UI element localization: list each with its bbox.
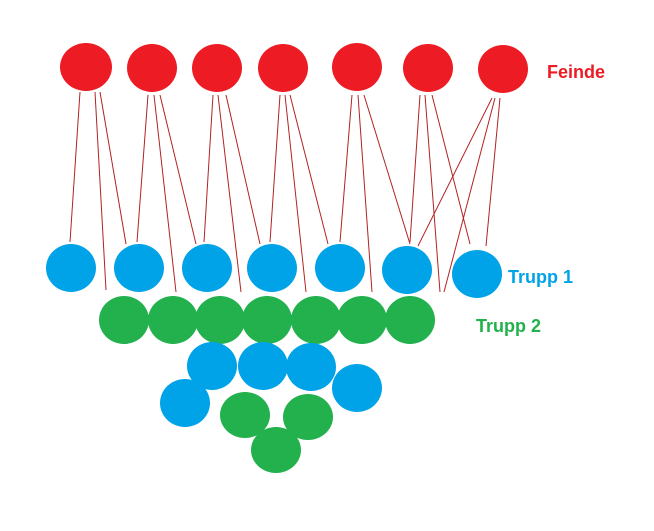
squad1-circle	[315, 244, 365, 292]
squad1-circle	[382, 246, 432, 294]
squad1-circle	[114, 244, 164, 292]
squad2-circle	[337, 296, 387, 344]
engagement-line	[99, 91, 127, 245]
engagement-line	[217, 94, 242, 293]
engagement-line	[94, 91, 107, 291]
enemy-circle	[127, 44, 177, 92]
engagement-line	[69, 91, 81, 243]
engagement-line	[409, 94, 421, 243]
squad1-label: Trupp 1	[508, 267, 573, 287]
squad2-circle	[220, 392, 270, 438]
squad1-circle	[182, 244, 232, 292]
engagement-line	[153, 94, 177, 293]
engagement-line	[269, 94, 281, 243]
engagement-line	[424, 94, 441, 293]
enemy-row	[60, 43, 528, 93]
squad2-circle	[291, 296, 341, 344]
squad2-circle	[242, 296, 292, 344]
enemies-label: Feinde	[547, 62, 605, 82]
squad2-group	[99, 296, 435, 473]
squad1-circle	[452, 250, 502, 298]
squad1-circle	[286, 343, 336, 391]
engagement-line	[225, 94, 261, 245]
squad1-circle	[46, 244, 96, 292]
squad1-circle	[187, 342, 237, 390]
enemy-circle	[192, 44, 242, 92]
squad2-circle	[148, 296, 198, 344]
squad2-circle	[195, 296, 245, 344]
engagement-line	[289, 94, 329, 245]
enemy-circle	[60, 43, 112, 91]
engagement-line	[136, 94, 149, 243]
squad1-circle	[332, 364, 382, 412]
enemy-circle	[258, 44, 308, 92]
engagement-line	[339, 94, 353, 243]
engagement-line	[284, 94, 307, 293]
squad1-circle	[247, 244, 297, 292]
squad1-circle	[238, 342, 288, 390]
enemy-circle	[332, 43, 382, 91]
squad2-circle	[283, 394, 333, 440]
squad1-group	[46, 244, 502, 427]
squad2-label: Trupp 2	[476, 316, 541, 336]
enemy-circle	[478, 45, 528, 93]
engagement-line	[485, 97, 501, 247]
squad2-circle	[385, 296, 435, 344]
enemy-circle	[403, 44, 453, 92]
engagement-line	[357, 94, 373, 293]
engagement-lines	[69, 91, 501, 293]
engagement-line	[363, 94, 411, 245]
squad2-circle	[251, 427, 301, 473]
squad1-circle	[160, 379, 210, 427]
engagement-line	[443, 97, 496, 293]
engagement-line	[203, 94, 214, 243]
engagement-line	[159, 94, 197, 245]
engagement-line	[431, 94, 471, 245]
engagement-line	[417, 97, 493, 247]
squad2-circle	[99, 296, 149, 344]
